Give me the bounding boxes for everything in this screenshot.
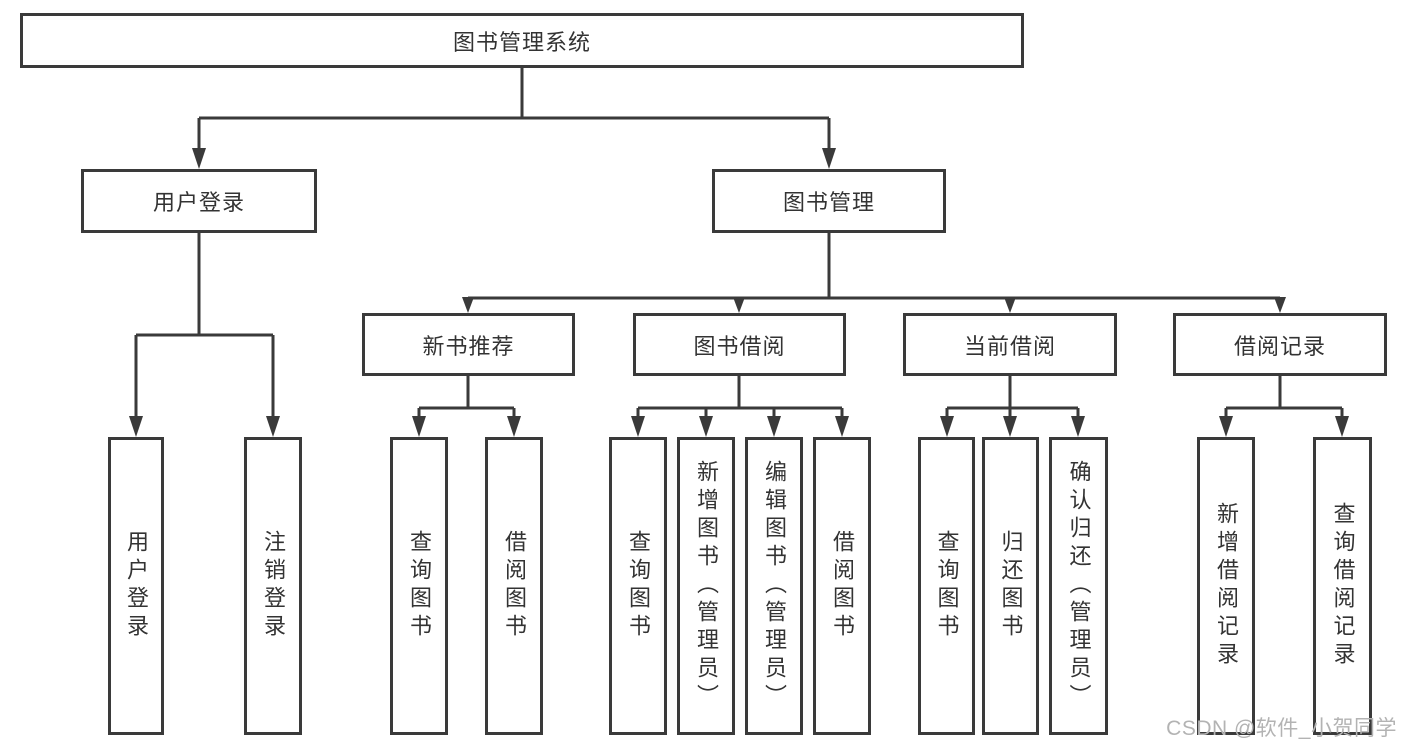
- node-book-borrowing: 图书借阅: [633, 313, 846, 376]
- connector-book-borrow: [636, 376, 844, 419]
- node-leaf-borrow-books-rec: 借阅图书: [485, 437, 543, 735]
- node-leaf-edit-books-admin: 编辑图书（管理员）: [745, 437, 803, 735]
- arrowhead: [767, 416, 781, 437]
- node-label: 查询图书: [407, 530, 432, 642]
- arrowhead: [1274, 297, 1286, 313]
- node-label: 查询图书: [626, 530, 651, 642]
- arrowhead: [1335, 416, 1349, 437]
- arrowhead: [733, 297, 745, 313]
- node-label: 图书管理系统: [452, 29, 591, 55]
- node-label: 当前借阅: [963, 333, 1056, 359]
- arrowhead: [940, 416, 954, 437]
- node-current-borrowing: 当前借阅: [903, 313, 1117, 376]
- node-leaf-return-books: 归还图书: [982, 437, 1039, 735]
- arrowhead: [1071, 416, 1085, 437]
- connector-root: [197, 68, 831, 151]
- arrowhead: [507, 416, 521, 437]
- node-label: 用户登录: [152, 190, 245, 215]
- node-leaf-borrow-books: 借阅图书: [813, 437, 871, 735]
- node-label: 注销登录: [261, 530, 286, 642]
- node-label: 图书管理: [782, 190, 875, 215]
- node-label: 查询借阅记录: [1330, 502, 1356, 670]
- node-label: 归还图书: [998, 530, 1024, 642]
- arrowhead: [1003, 416, 1017, 437]
- node-leaf-user-login: 用户登录: [108, 437, 164, 735]
- node-label: 借阅记录: [1233, 333, 1326, 359]
- node-leaf-add-borrow-record: 新增借阅记录: [1197, 437, 1255, 735]
- arrowhead: [1219, 416, 1233, 437]
- node-label: 借阅图书: [830, 530, 855, 642]
- connector-user-login: [134, 233, 275, 419]
- node-borrowing-records: 借阅记录: [1173, 313, 1387, 376]
- arrowhead: [266, 416, 280, 437]
- node-leaf-query-books-rec: 查询图书: [390, 437, 448, 735]
- connector-book-mgmt: [468, 233, 1280, 300]
- node-new-book-recommendation: 新书推荐: [362, 313, 575, 376]
- node-label: 编辑图书（管理员）: [762, 460, 787, 712]
- arrowhead: [192, 148, 206, 169]
- node-leaf-query-books-borrow: 查询图书: [609, 437, 667, 735]
- arrowhead: [835, 416, 849, 437]
- connector-borrow-records: [1224, 376, 1344, 419]
- arrowhead: [631, 416, 645, 437]
- arrowhead: [129, 416, 143, 437]
- node-label: 确认归还（管理员）: [1066, 460, 1092, 712]
- node-label: 新书推荐: [422, 333, 515, 359]
- node-user-login-branch: 用户登录: [81, 169, 317, 233]
- node-book-management-branch: 图书管理: [712, 169, 946, 233]
- node-leaf-confirm-return-admin: 确认归还（管理员）: [1049, 437, 1108, 735]
- node-label: 图书借阅: [693, 333, 786, 359]
- arrowhead: [412, 416, 426, 437]
- node-label: 用户登录: [124, 530, 149, 642]
- node-label: 新增借阅记录: [1214, 502, 1239, 670]
- node-leaf-logout: 注销登录: [244, 437, 302, 735]
- arrowhead: [699, 416, 713, 437]
- arrowhead: [822, 148, 836, 169]
- arrowhead: [1004, 297, 1016, 313]
- node-library-management-system: 图书管理系统: [20, 13, 1024, 68]
- connector-new-book-rec: [417, 376, 516, 419]
- node-leaf-query-borrow-record: 查询借阅记录: [1313, 437, 1372, 735]
- node-leaf-add-books-admin: 新增图书（管理员）: [677, 437, 735, 735]
- node-leaf-query-books-current: 查询图书: [918, 437, 975, 735]
- node-label: 借阅图书: [502, 530, 527, 642]
- node-label: 新增图书（管理员）: [694, 460, 719, 712]
- arrowhead: [462, 297, 474, 313]
- connector-current-borrow: [945, 376, 1080, 419]
- node-label: 查询图书: [934, 530, 960, 642]
- csdn-watermark: CSDN @软件_小贺同学: [1166, 717, 1397, 740]
